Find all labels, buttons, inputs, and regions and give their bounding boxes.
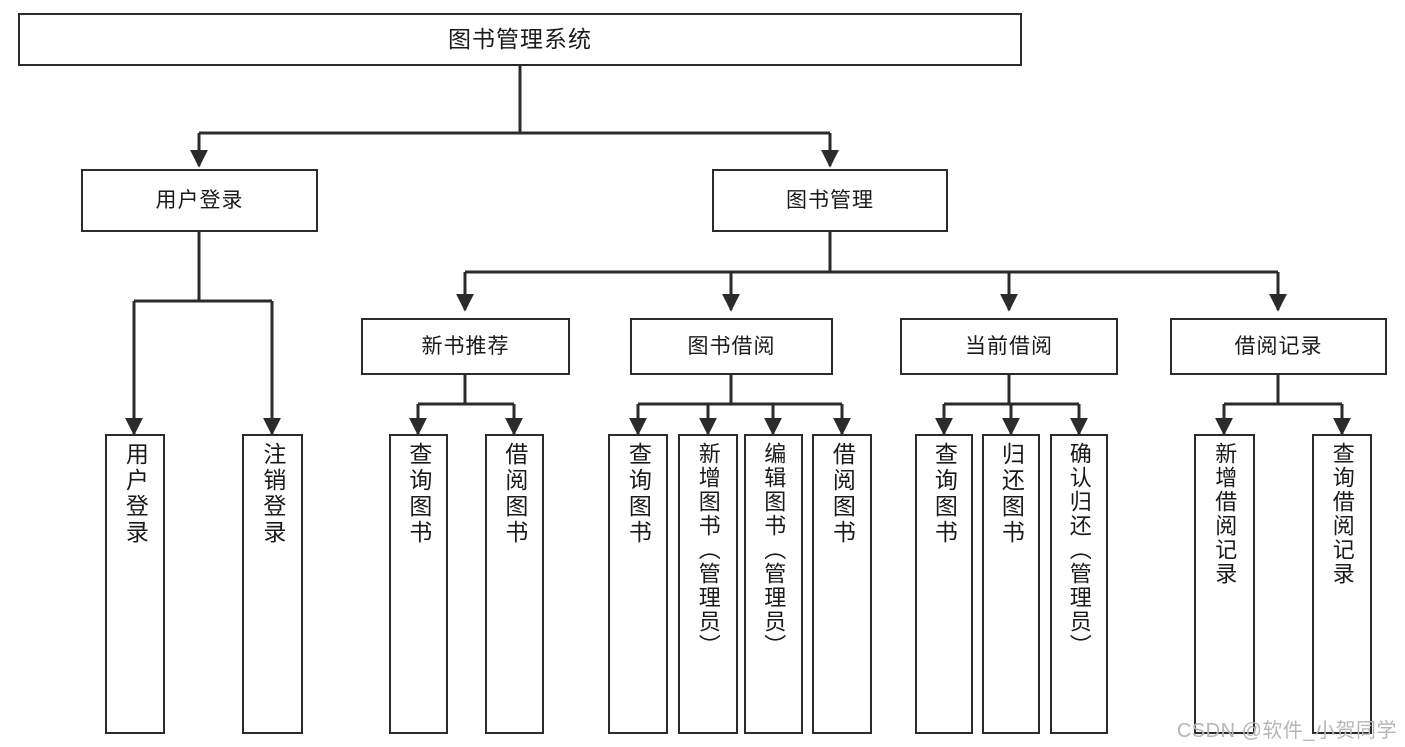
node-current-borrow[interactable]: 当前借阅 [900, 318, 1118, 375]
leaf-borrow-add-book-label: 新增图书（管理员） [695, 442, 721, 658]
leaf-current-return-book[interactable]: 归还图书 [982, 434, 1040, 734]
node-new-book-recommend[interactable]: 新书推荐 [361, 318, 570, 375]
leaf-borrow-borrow-book-label: 借阅图书 [829, 442, 856, 546]
leaf-current-query-book-label: 查询图书 [931, 442, 958, 546]
leaf-borrow-borrow-book[interactable]: 借阅图书 [812, 434, 872, 734]
leaf-record-add-label: 新增借阅记录 [1212, 442, 1238, 586]
leaf-record-query-label: 查询借阅记录 [1329, 442, 1355, 586]
node-current-borrow-label: 当前借阅 [965, 334, 1053, 358]
leaf-current-return-book-label: 归还图书 [998, 442, 1025, 546]
leaf-borrow-edit-book-label: 编辑图书（管理员） [761, 442, 787, 658]
leaf-borrow-edit-book[interactable]: 编辑图书（管理员） [744, 434, 803, 734]
leaf-user-login-signout[interactable]: 注销登录 [242, 434, 303, 734]
leaf-user-login-signout-label: 注销登录 [259, 442, 286, 546]
node-book-management-label: 图书管理 [786, 188, 874, 212]
leaf-current-confirm-return[interactable]: 确认归还（管理员） [1050, 434, 1108, 734]
node-borrow-record-label: 借阅记录 [1234, 334, 1323, 358]
node-user-login[interactable]: 用户登录 [81, 169, 318, 232]
node-book-borrow-label: 图书借阅 [687, 334, 776, 358]
node-root[interactable]: 图书管理系统 [18, 13, 1022, 66]
leaf-new-book-query-label: 查询图书 [405, 442, 432, 546]
leaf-new-book-borrow-label: 借阅图书 [501, 442, 528, 546]
leaf-borrow-query-book-label: 查询图书 [625, 442, 652, 546]
node-book-management[interactable]: 图书管理 [712, 169, 948, 232]
node-new-book-recommend-label: 新书推荐 [421, 334, 510, 358]
node-book-borrow[interactable]: 图书借阅 [630, 318, 833, 375]
watermark-text: CSDN @软件_小贺同学 [1176, 720, 1397, 742]
leaf-new-book-query[interactable]: 查询图书 [389, 434, 448, 734]
leaf-new-book-borrow[interactable]: 借阅图书 [485, 434, 544, 734]
leaf-user-login-signin[interactable]: 用户登录 [105, 434, 165, 734]
leaf-current-confirm-return-label: 确认归还（管理员） [1066, 442, 1092, 658]
leaf-borrow-query-book[interactable]: 查询图书 [608, 434, 668, 734]
node-root-label: 图书管理系统 [448, 25, 592, 52]
node-borrow-record[interactable]: 借阅记录 [1170, 318, 1387, 375]
leaf-record-add[interactable]: 新增借阅记录 [1194, 434, 1255, 734]
node-user-login-label: 用户登录 [155, 188, 244, 212]
leaf-record-query[interactable]: 查询借阅记录 [1312, 434, 1372, 734]
leaf-borrow-add-book[interactable]: 新增图书（管理员） [678, 434, 738, 734]
leaf-user-login-signin-label: 用户登录 [122, 442, 149, 546]
leaf-current-query-book[interactable]: 查询图书 [915, 434, 973, 734]
